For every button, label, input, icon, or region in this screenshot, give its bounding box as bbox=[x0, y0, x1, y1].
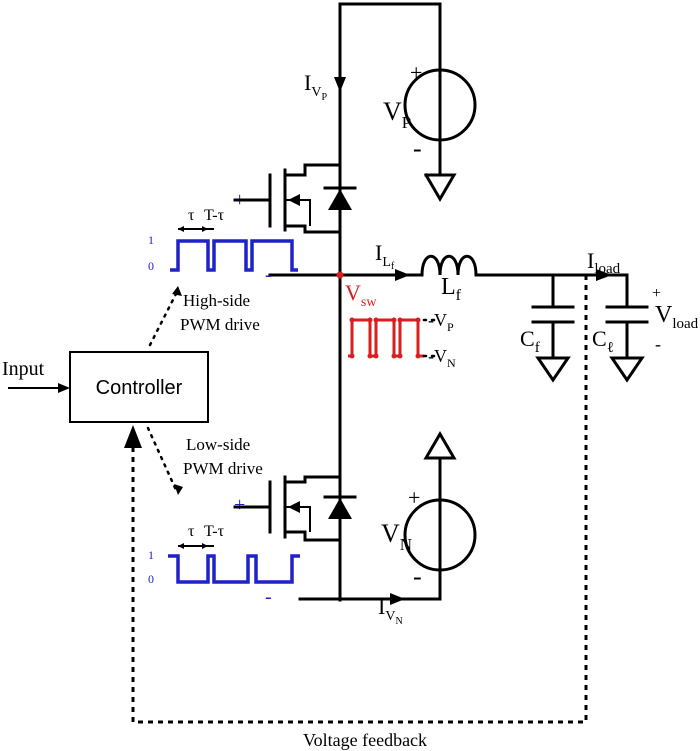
high-side-gate-minus: - bbox=[265, 264, 272, 286]
lf-label: Lf bbox=[441, 274, 462, 304]
svg-text:+: + bbox=[652, 285, 661, 302]
top-supply-loop bbox=[334, 2, 457, 264]
vsw-waveform: Vsw -VP -VN bbox=[345, 280, 456, 370]
low-side-gate-minus: - bbox=[265, 586, 272, 608]
low-side-gate-plus: + bbox=[234, 494, 245, 516]
bottom-supply-loop bbox=[338, 431, 457, 605]
svg-text:1: 1 bbox=[148, 548, 154, 562]
i-vn-label: IVN bbox=[378, 594, 403, 627]
voltage-feedback-label: Voltage feedback bbox=[303, 730, 427, 750]
high-side-mosfet: + bbox=[233, 163, 357, 234]
vn-plus-sign: + bbox=[408, 485, 420, 510]
svg-text:τ: τ bbox=[188, 207, 195, 224]
cl-label: Cℓ bbox=[592, 326, 614, 356]
svg-text:T-τ: T-τ bbox=[204, 523, 225, 540]
vn-label: VN bbox=[381, 519, 412, 554]
svg-text:Vload: Vload bbox=[655, 302, 699, 332]
svg-text:τ: τ bbox=[188, 523, 195, 540]
high-side-body-diode bbox=[328, 189, 352, 210]
vp-label: VP bbox=[383, 97, 411, 132]
low-side-body-diode bbox=[328, 498, 352, 519]
low-side-label-line1: Low-side bbox=[186, 435, 250, 454]
voltage-feedback-path: Voltage feedback bbox=[124, 275, 588, 750]
capacitor-cl: Cℓ bbox=[592, 273, 649, 383]
vsw-high-level: -VP bbox=[428, 310, 454, 334]
low-side-mosfet: + bbox=[233, 475, 357, 542]
input-arrow bbox=[58, 383, 70, 393]
current-arrow-vp bbox=[334, 77, 346, 92]
vp-plus-sign: + bbox=[410, 60, 422, 85]
vsw-low-level: -VN bbox=[428, 346, 456, 370]
vp-voltage-source: + - VP bbox=[383, 60, 477, 163]
feedback-arrow bbox=[124, 425, 142, 448]
i-vp-label: IVP bbox=[304, 70, 327, 103]
i-load-label: Iload bbox=[587, 248, 621, 277]
low-side-pwm-waveform: 1 0 - τ T-τ bbox=[148, 523, 342, 608]
capacitor-cf: Cf bbox=[520, 273, 575, 383]
vn-minus-sign: - bbox=[413, 562, 422, 591]
high-side-label-line1: High-side bbox=[183, 291, 250, 310]
controller-label: Controller bbox=[96, 377, 183, 399]
current-arrow-vn bbox=[390, 593, 405, 605]
switch-node-dot bbox=[336, 271, 344, 279]
i-lf-label: ILf bbox=[375, 240, 395, 272]
high-side-label-line2: PWM drive bbox=[180, 315, 260, 334]
svg-text:T-τ: T-τ bbox=[204, 207, 225, 224]
vsw-label: Vsw bbox=[345, 280, 377, 310]
controller-block bbox=[69, 351, 209, 423]
current-arrow-iload bbox=[596, 269, 612, 281]
input-label: Input bbox=[2, 358, 45, 380]
svg-text:0: 0 bbox=[148, 572, 154, 586]
svg-text:0: 0 bbox=[148, 259, 154, 273]
low-side-label-line2: PWM drive bbox=[183, 459, 263, 478]
current-arrow-il bbox=[395, 269, 410, 281]
svg-text:1: 1 bbox=[148, 233, 154, 247]
cf-label: Cf bbox=[520, 326, 540, 356]
high-side-pwm-waveform: 1 0 - τ T-τ bbox=[148, 207, 300, 286]
inductor-lf: Lf bbox=[420, 254, 614, 304]
vp-minus-sign: - bbox=[413, 134, 422, 163]
svg-text:-: - bbox=[655, 334, 661, 354]
vn-voltage-source: + - VN bbox=[381, 485, 477, 591]
v-load-label: + Vload - bbox=[652, 285, 699, 354]
